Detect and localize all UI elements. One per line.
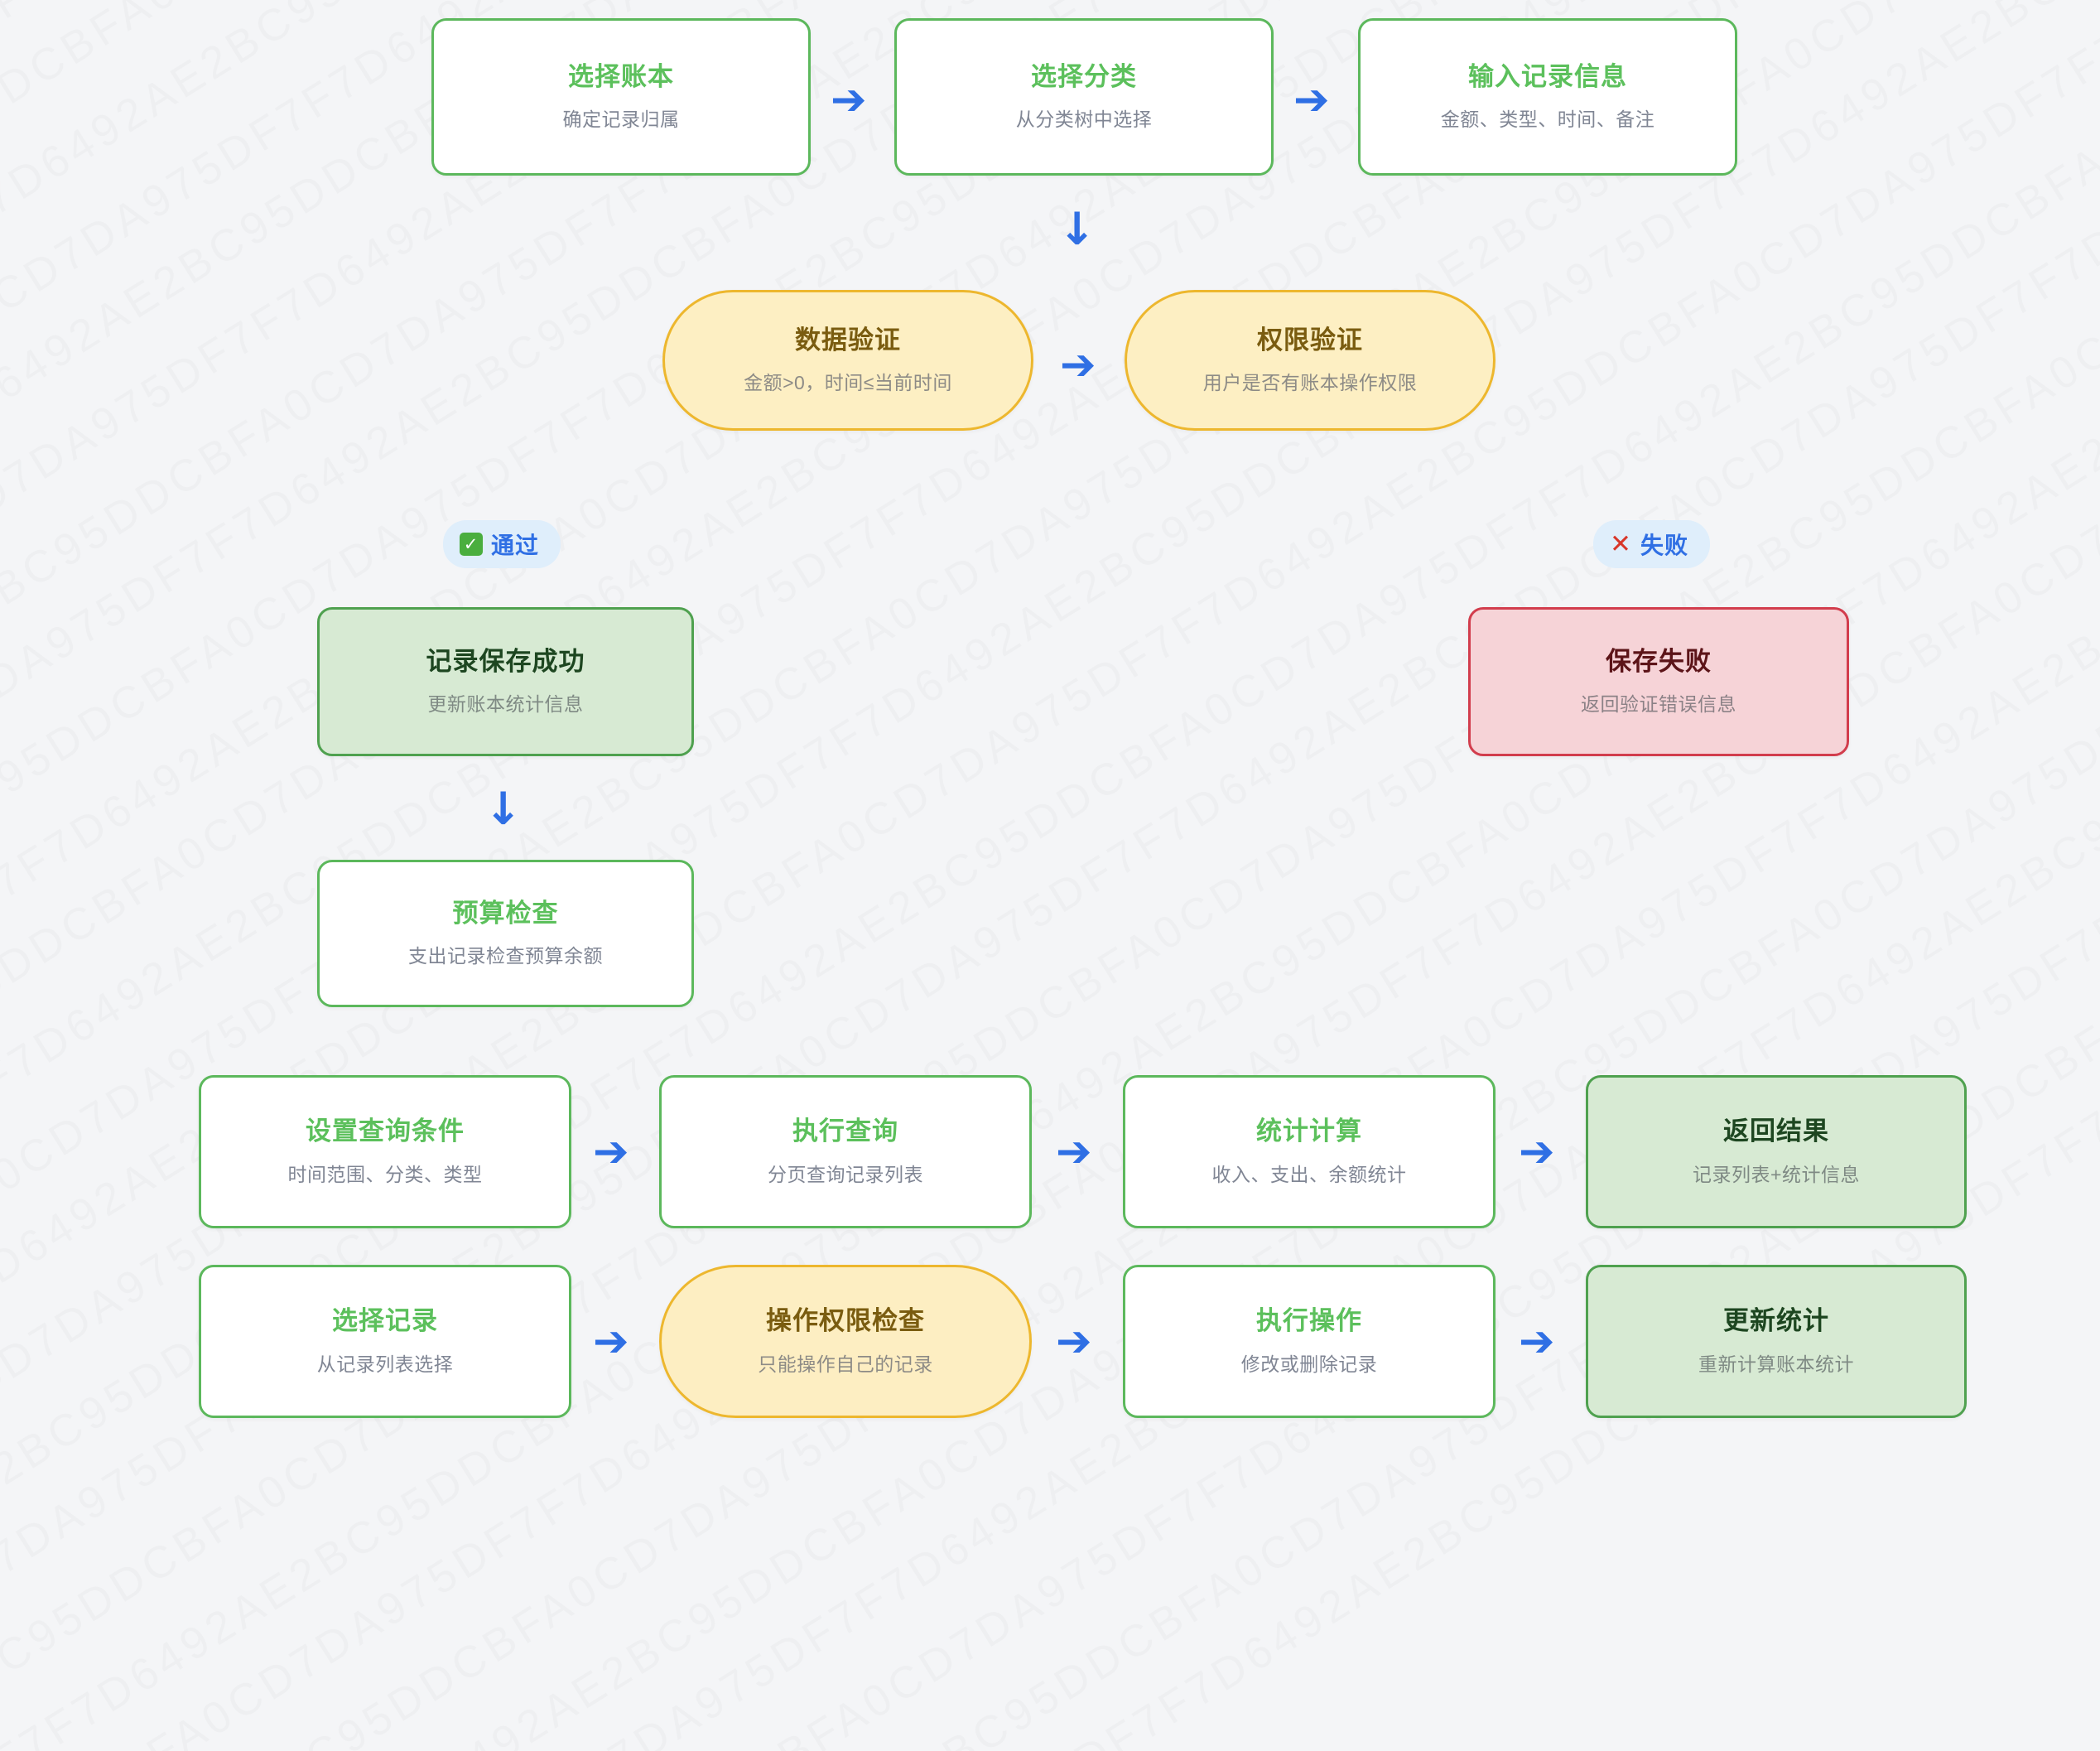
node-data-validation[interactable]: 数据验证 金额>0，时间≤当前时间 <box>662 290 1033 431</box>
arrow-right-operation-2: ➔ <box>1056 1317 1092 1367</box>
node-input-record-info[interactable]: 输入记录信息 金额、类型、时间、备注 <box>1358 18 1737 176</box>
arrow-right-entry-1: ➔ <box>831 75 867 125</box>
node-budget-check[interactable]: 预算检查 支出记录检查预算余额 <box>317 860 694 1007</box>
node-subtitle: 只能操作自己的记录 <box>758 1353 933 1375</box>
node-select-ledger[interactable]: 选择账本 确定记录归属 <box>431 18 811 176</box>
node-title: 更新统计 <box>1723 1306 1829 1336</box>
node-operation-permission-check[interactable]: 操作权限检查 只能操作自己的记录 <box>659 1265 1032 1418</box>
node-title: 操作权限检查 <box>766 1306 925 1336</box>
node-title: 选择账本 <box>568 61 674 91</box>
node-execute-query[interactable]: 执行查询 分页查询记录列表 <box>659 1075 1032 1228</box>
node-title: 统计计算 <box>1256 1117 1362 1146</box>
node-set-query-conditions[interactable]: 设置查询条件 时间范围、分类、类型 <box>199 1075 571 1228</box>
node-subtitle: 分页查询记录列表 <box>768 1163 923 1185</box>
node-title: 输入记录信息 <box>1468 61 1627 91</box>
node-title: 预算检查 <box>452 898 559 928</box>
node-subtitle: 返回验证错误信息 <box>1581 693 1736 716</box>
check-icon: ✓ <box>460 533 483 556</box>
node-subtitle: 确定记录归属 <box>562 109 680 131</box>
arrow-right-entry-2: ➔ <box>1293 75 1330 125</box>
node-title: 选择记录 <box>332 1306 438 1336</box>
node-subtitle: 记录列表+统计信息 <box>1693 1163 1860 1185</box>
node-record-save-success[interactable]: 记录保存成功 更新账本统计信息 <box>317 607 694 756</box>
arrow-right-query-3: ➔ <box>1519 1127 1555 1177</box>
node-execute-operation[interactable]: 执行操作 修改或删除记录 <box>1123 1265 1496 1418</box>
cross-icon: ✕ <box>1610 528 1632 559</box>
node-subtitle: 重新计算账本统计 <box>1698 1353 1854 1375</box>
node-permission-validation[interactable]: 权限验证 用户是否有账本操作权限 <box>1125 290 1496 431</box>
branch-badge-label: 失败 <box>1640 533 1688 558</box>
node-subtitle: 用户是否有账本操作权限 <box>1202 372 1418 394</box>
arrow-right-operation-1: ➔ <box>593 1317 629 1367</box>
branch-badge-fail: ✕ 失败 <box>1593 520 1710 568</box>
arrow-right-operation-3: ➔ <box>1519 1317 1555 1367</box>
node-subtitle: 时间范围、分类、类型 <box>287 1163 483 1185</box>
node-title: 执行操作 <box>1256 1306 1362 1336</box>
arrow-down-to-validation: ↓ <box>1058 203 1096 255</box>
node-select-category[interactable]: 选择分类 从分类树中选择 <box>894 18 1274 176</box>
node-statistics-calculation[interactable]: 统计计算 收入、支出、余额统计 <box>1123 1075 1496 1228</box>
flowchart-canvas: 选择账本 确定记录归属 ➔ 选择分类 从分类树中选择 ➔ 输入记录信息 金额、类… <box>199 18 1967 1418</box>
arrow-right-query-2: ➔ <box>1056 1127 1092 1177</box>
node-subtitle: 更新账本统计信息 <box>427 693 584 716</box>
node-subtitle: 修改或删除记录 <box>1240 1353 1378 1375</box>
node-subtitle: 支出记录检查预算余额 <box>408 945 603 967</box>
node-subtitle: 收入、支出、余额统计 <box>1211 1163 1407 1185</box>
node-subtitle: 从记录列表选择 <box>316 1353 454 1375</box>
node-title: 执行查询 <box>792 1117 898 1146</box>
branch-badge-pass: ✓ 通过 <box>443 520 561 568</box>
node-title: 保存失败 <box>1606 646 1712 676</box>
arrow-right-validation: ➔ <box>1060 340 1096 390</box>
arrow-right-query-1: ➔ <box>593 1127 629 1177</box>
node-subtitle: 金额>0，时间≤当前时间 <box>744 372 952 394</box>
node-title: 数据验证 <box>795 325 901 355</box>
node-subtitle: 金额、类型、时间、备注 <box>1440 109 1655 131</box>
arrow-down-to-budget: ↓ <box>484 783 523 835</box>
node-title: 返回结果 <box>1723 1117 1829 1146</box>
node-title: 权限验证 <box>1257 325 1363 355</box>
branch-badge-label: 通过 <box>491 533 540 558</box>
node-subtitle: 从分类树中选择 <box>1015 109 1153 131</box>
node-title: 选择分类 <box>1031 61 1137 91</box>
node-select-record[interactable]: 选择记录 从记录列表选择 <box>199 1265 571 1418</box>
node-return-result[interactable]: 返回结果 记录列表+统计信息 <box>1586 1075 1967 1228</box>
node-title: 设置查询条件 <box>306 1117 465 1146</box>
node-update-statistics[interactable]: 更新统计 重新计算账本统计 <box>1586 1265 1967 1418</box>
node-save-failed[interactable]: 保存失败 返回验证错误信息 <box>1468 607 1849 756</box>
node-title: 记录保存成功 <box>426 646 585 676</box>
